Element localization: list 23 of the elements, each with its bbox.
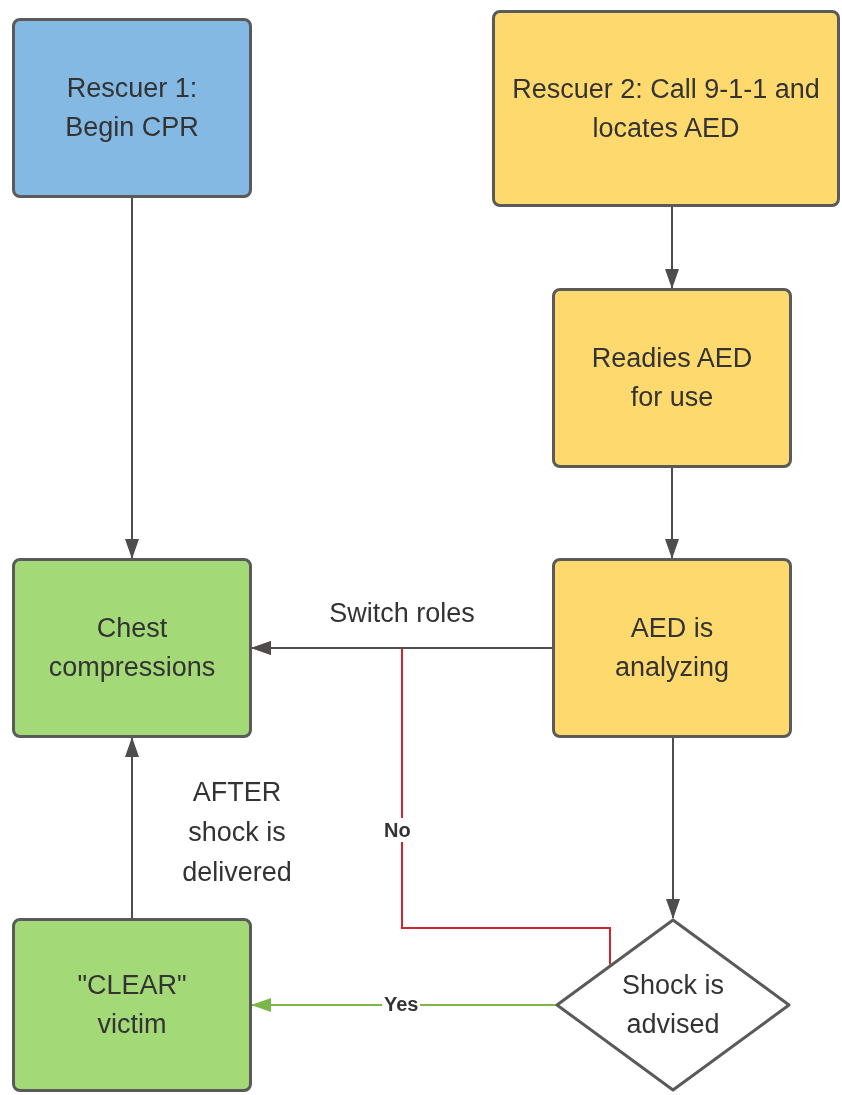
arrow xyxy=(666,737,680,919)
process-box xyxy=(12,558,252,738)
edge-label: AFTER shock is delivered xyxy=(181,776,293,889)
arrow xyxy=(125,197,139,559)
arrow xyxy=(665,467,679,559)
node-text: Rescuer 1: Begin CPR xyxy=(64,72,200,144)
process-box xyxy=(12,918,252,1092)
arrow xyxy=(665,206,679,289)
node-text: Chest compressions xyxy=(47,612,217,684)
node-text: Readies AED for use xyxy=(590,342,754,414)
process-box xyxy=(552,558,792,738)
process-box xyxy=(12,18,252,198)
arrow xyxy=(251,998,557,1012)
node-text: Shock is advised xyxy=(620,969,725,1041)
process-box xyxy=(552,288,792,468)
node-text: AED is analyzing xyxy=(613,612,731,684)
decision-diamond xyxy=(555,918,791,1092)
arrow xyxy=(251,641,553,655)
process-box xyxy=(492,10,840,207)
arrow xyxy=(125,737,139,919)
edge-label: No xyxy=(382,818,413,842)
node-text: Rescuer 2: Call 9-1-1 and locates AED xyxy=(511,72,821,145)
node-text: "CLEAR" victim xyxy=(76,969,188,1041)
